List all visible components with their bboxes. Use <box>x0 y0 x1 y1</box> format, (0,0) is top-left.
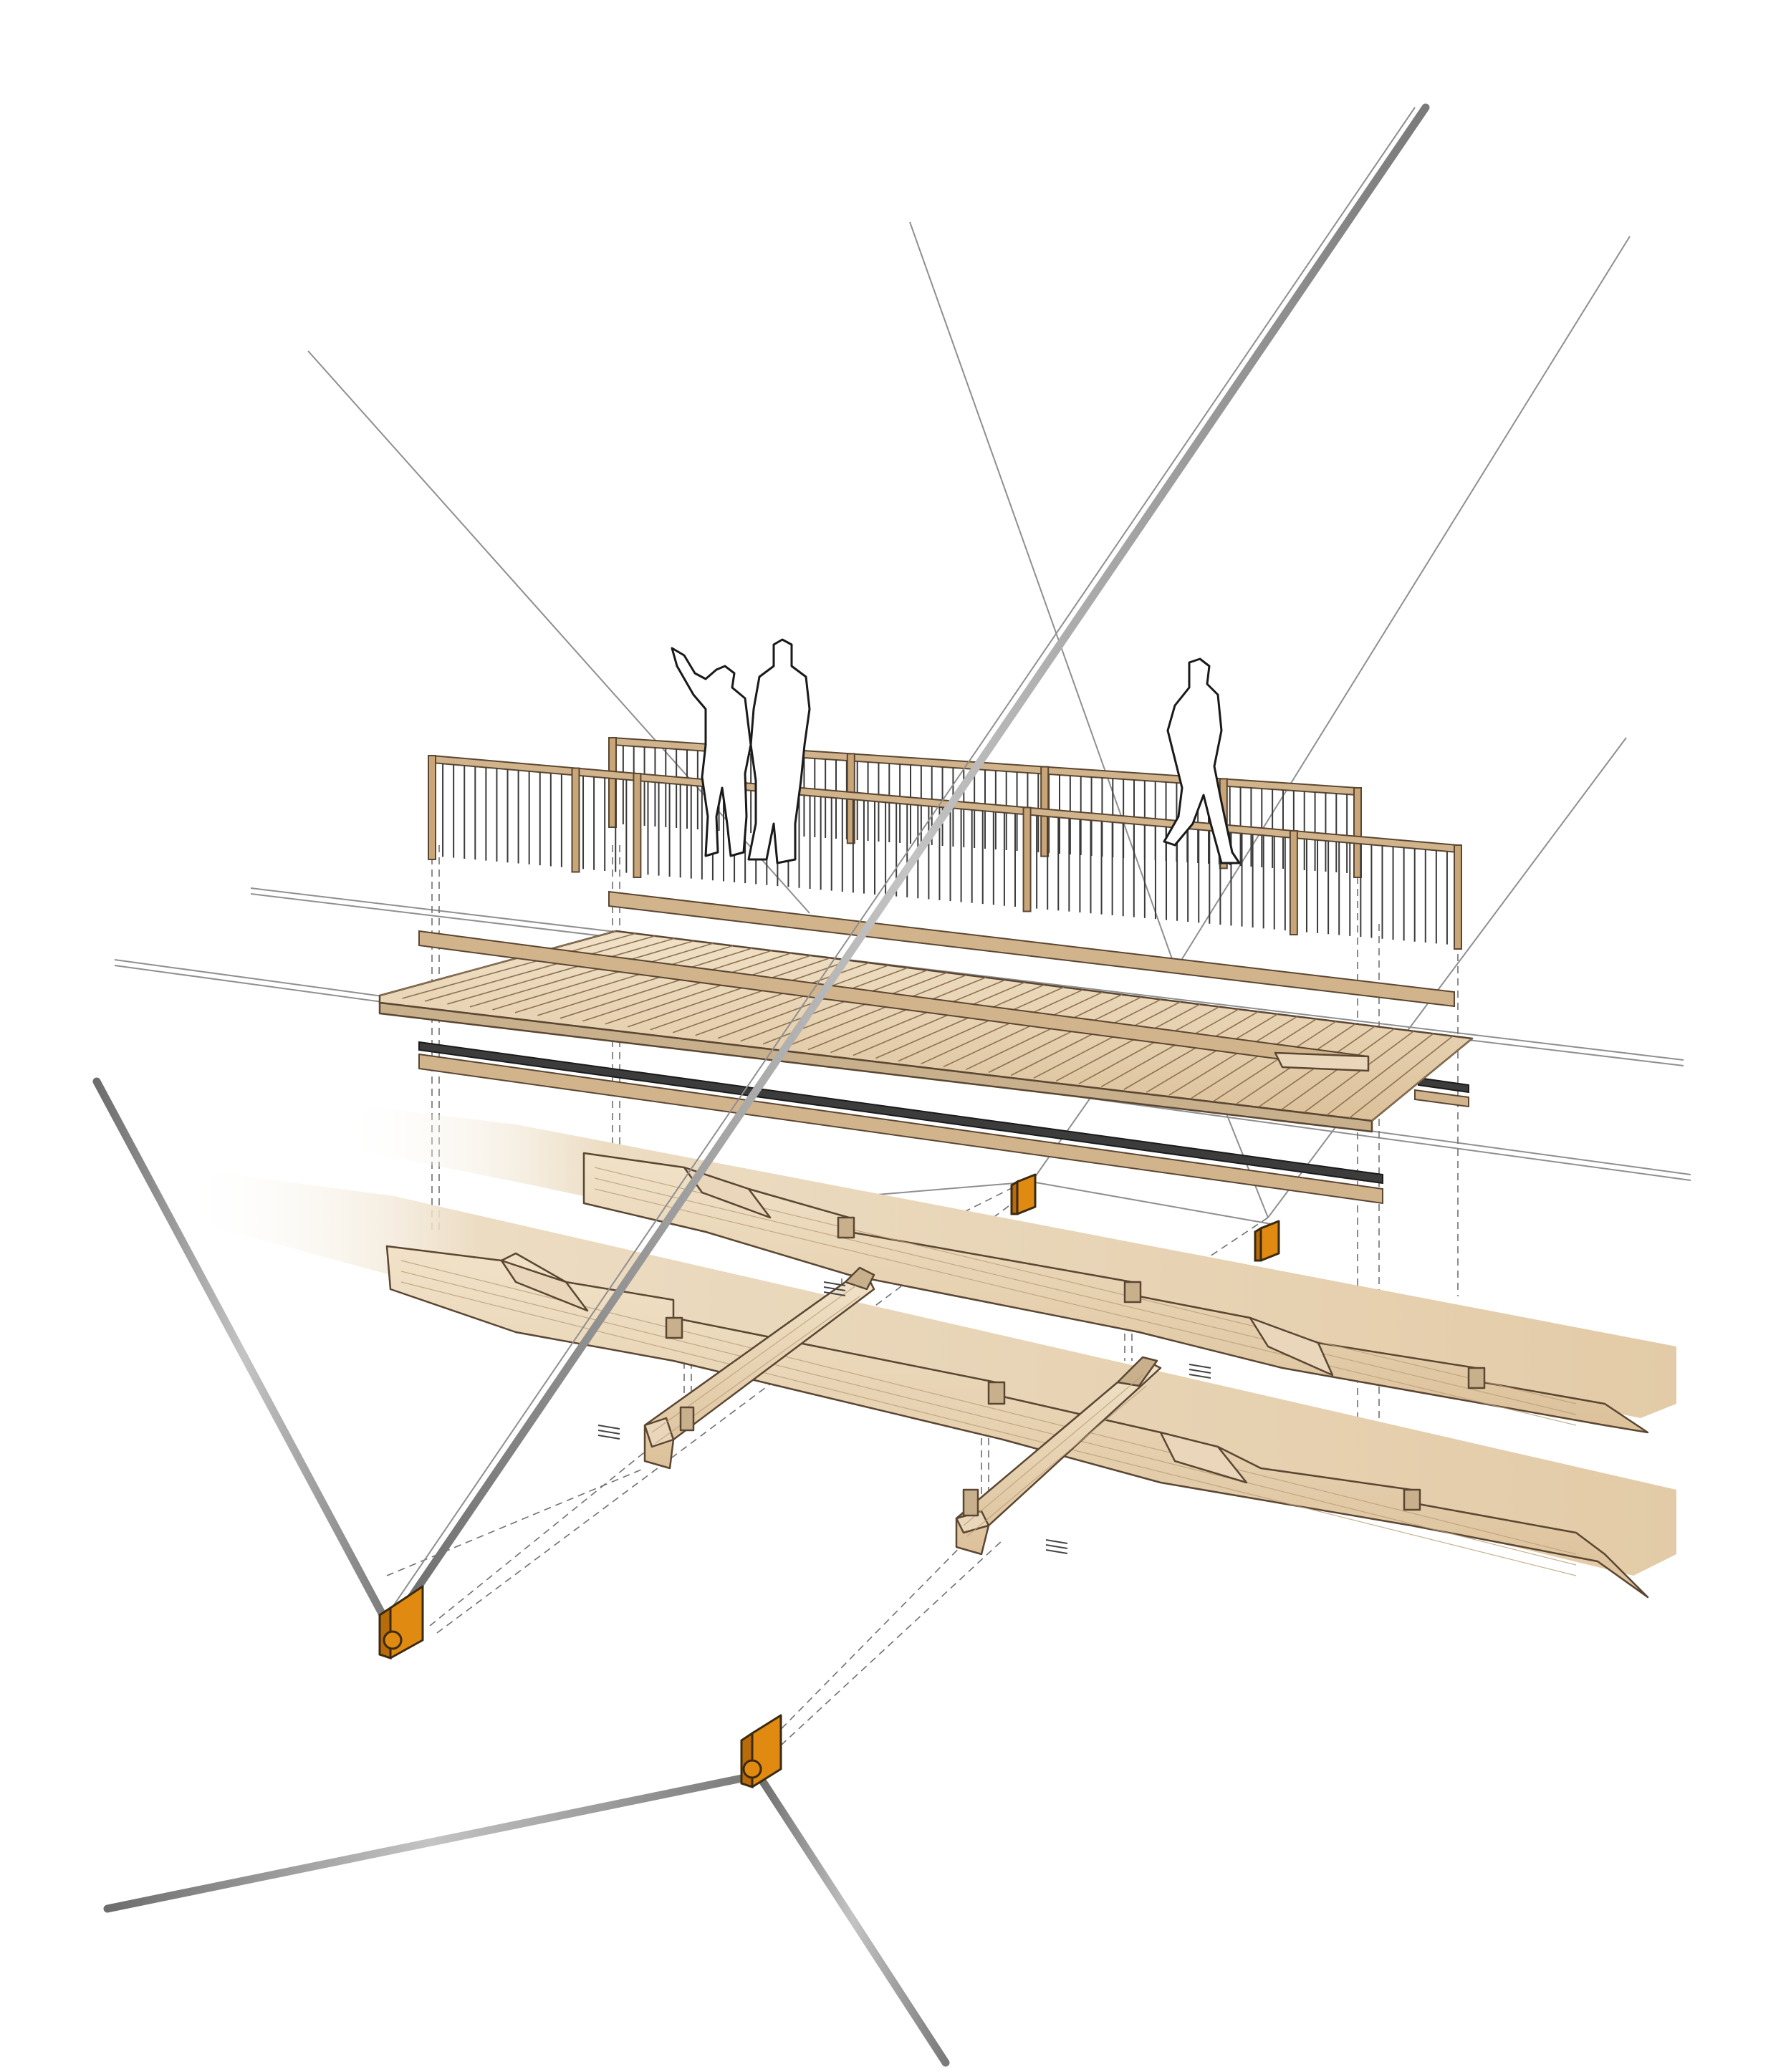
balustrade-post <box>428 755 436 860</box>
bracket-large-center <box>740 1714 782 1789</box>
deck-board <box>650 960 850 1031</box>
deck-board <box>1033 1001 1181 1079</box>
balustrade-post <box>1353 787 1362 878</box>
deck-board <box>830 979 1006 1054</box>
deck-board <box>1146 1013 1278 1093</box>
bracket-small-1 <box>1010 1173 1037 1215</box>
deck-board <box>898 986 1064 1062</box>
edge-strips <box>418 1041 1469 1205</box>
deck-board <box>469 940 694 1008</box>
balustrade-post <box>571 767 580 873</box>
deck-board <box>1123 1011 1259 1090</box>
balustrade-post <box>1022 806 1032 912</box>
deck-board <box>424 935 656 1002</box>
handrail-beams <box>418 890 1455 1072</box>
deck-board <box>921 989 1084 1065</box>
deck-board <box>1011 998 1161 1076</box>
main-suspension-cables <box>92 103 1430 2067</box>
deck-board <box>695 964 889 1036</box>
person-walking <box>1163 657 1241 864</box>
deck-board <box>1078 1006 1220 1084</box>
deck-board <box>560 950 772 1019</box>
deck-board <box>492 943 714 1011</box>
dimension-ticks <box>597 1281 1211 1554</box>
deck-board <box>785 974 967 1048</box>
deck-board <box>1349 1035 1454 1119</box>
deck-board <box>514 945 734 1013</box>
deck-board <box>807 977 986 1051</box>
primary-beam-front <box>179 1167 1676 1599</box>
balustrade-post <box>633 773 642 878</box>
deck-board <box>875 984 1045 1059</box>
deck <box>378 930 1474 1133</box>
bracket-large-left <box>378 1585 424 1660</box>
primary-beam-back <box>337 1103 1676 1434</box>
deck-board <box>1100 1008 1239 1087</box>
deck-board <box>1168 1016 1297 1096</box>
deck-board <box>537 948 753 1016</box>
deck-board <box>853 981 1025 1056</box>
deck-board <box>1371 1038 1473 1122</box>
deck-board <box>447 938 675 1005</box>
deck-board <box>966 993 1123 1071</box>
bracket-small-2 <box>1254 1220 1280 1262</box>
person-standing <box>747 638 811 864</box>
deck-board <box>1304 1031 1414 1113</box>
deck-board <box>1055 1003 1201 1082</box>
deck-board <box>943 991 1103 1068</box>
person-pointing <box>671 647 752 857</box>
cross-beam-right <box>679 1356 1162 1556</box>
deck-board <box>605 955 811 1025</box>
deck-board <box>988 996 1142 1074</box>
deck-board <box>1214 1021 1337 1102</box>
deck-board <box>740 969 928 1042</box>
deck-board <box>1326 1033 1434 1116</box>
cross-beam-left <box>643 1266 875 1470</box>
deck-board <box>627 957 831 1028</box>
deck-board <box>402 933 636 999</box>
deck-board <box>1191 1018 1317 1099</box>
deck-board <box>582 952 792 1022</box>
balustrade-post <box>1454 844 1462 950</box>
deck-board <box>379 930 617 996</box>
balustrade-post <box>1289 830 1298 935</box>
